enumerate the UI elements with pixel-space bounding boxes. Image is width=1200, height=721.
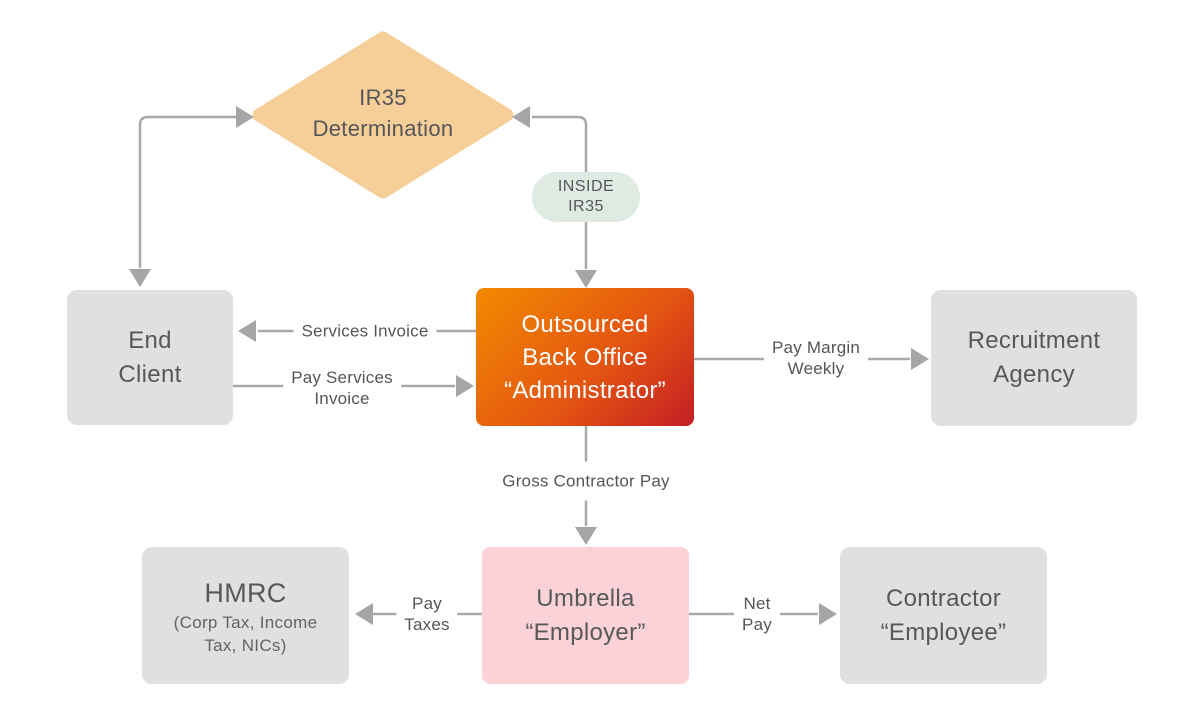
net-pay-line2: Pay: [742, 615, 772, 634]
admin-line2: Back Office: [522, 343, 648, 371]
node-inside-ir35: INSIDE IR35: [532, 172, 640, 222]
arrowhead-into-end-client-icon: [129, 269, 151, 287]
pay-margin-line1: Pay Margin: [772, 338, 860, 357]
umbrella-line2: “Employer”: [525, 618, 646, 646]
pay-taxes-line2: Taxes: [404, 615, 450, 634]
node-admin: Outsourced Back Office “Administrator”: [476, 288, 694, 426]
hmrc-sub-line2: Tax, NICs): [204, 635, 287, 655]
connector-end-client-determination: [138, 115, 236, 268]
pay-taxes-line1: Pay: [412, 594, 442, 613]
node-hmrc: HMRC (Corp Tax, Income Tax, NICs): [142, 547, 349, 684]
node-umbrella: Umbrella “Employer”: [482, 547, 689, 684]
edge-label-services-invoice: Services Invoice: [293, 318, 437, 344]
admin-line1: Outsourced: [521, 310, 649, 338]
pay-margin-line2: Weekly: [787, 359, 845, 378]
connector-determination-inside-ir35: [532, 115, 588, 172]
arrowhead-pay-margin-icon: [911, 348, 929, 370]
node-ir35-determination-label: IR35 Determination: [313, 82, 454, 144]
inside-ir35-line2: IR35: [568, 198, 604, 215]
arrowhead-gross-pay-icon: [575, 527, 597, 545]
pay-services-invoice-line1: Pay Services: [291, 368, 393, 387]
contractor-line2: “Employee”: [880, 618, 1007, 646]
admin-line3: “Administrator”: [504, 376, 666, 404]
edge-label-pay-margin-weekly: Pay Margin Weekly: [764, 335, 868, 381]
arrowhead-into-diamond-left-icon: [236, 106, 254, 128]
node-contractor: Contractor “Employee”: [840, 547, 1047, 684]
recruitment-agency-line2: Agency: [993, 361, 1075, 388]
edge-label-net-pay: Net Pay: [734, 591, 780, 637]
end-client-line2: Client: [118, 360, 182, 388]
arrowhead-into-diamond-right-icon: [512, 106, 530, 128]
arrowhead-net-pay-icon: [819, 603, 837, 625]
arrowhead-pay-taxes-icon: [355, 603, 373, 625]
net-pay-line1: Net: [743, 594, 771, 613]
arrowhead-services-invoice-icon: [238, 320, 256, 342]
inside-ir35-line1: INSIDE: [557, 178, 615, 195]
arrowhead-into-admin-top-icon: [575, 270, 597, 288]
pay-services-invoice-line2: Invoice: [314, 389, 370, 408]
hmrc-title: HMRC: [204, 577, 287, 608]
ir35-determination-line1: IR35: [359, 85, 407, 110]
node-ir35-determination-shape: [252, 31, 514, 199]
edge-label-pay-taxes: Pay Taxes: [396, 591, 458, 637]
node-end-client: End Client: [67, 290, 233, 425]
umbrella-line1: Umbrella: [536, 584, 635, 612]
contractor-line1: Contractor: [885, 584, 1002, 612]
end-client-line1: End: [128, 326, 172, 354]
recruitment-agency-line1: Recruitment: [967, 327, 1101, 354]
edge-label-gross-contractor-pay: Gross Contractor Pay: [494, 461, 678, 501]
node-recruitment-agency: Recruitment Agency: [931, 290, 1137, 426]
edge-label-pay-services-invoice: Pay Services Invoice: [283, 365, 401, 411]
arrowhead-pay-services-invoice-icon: [456, 375, 474, 397]
ir35-determination-line2: Determination: [312, 116, 454, 141]
hmrc-sub-line1: (Corp Tax, Income: [173, 612, 318, 632]
